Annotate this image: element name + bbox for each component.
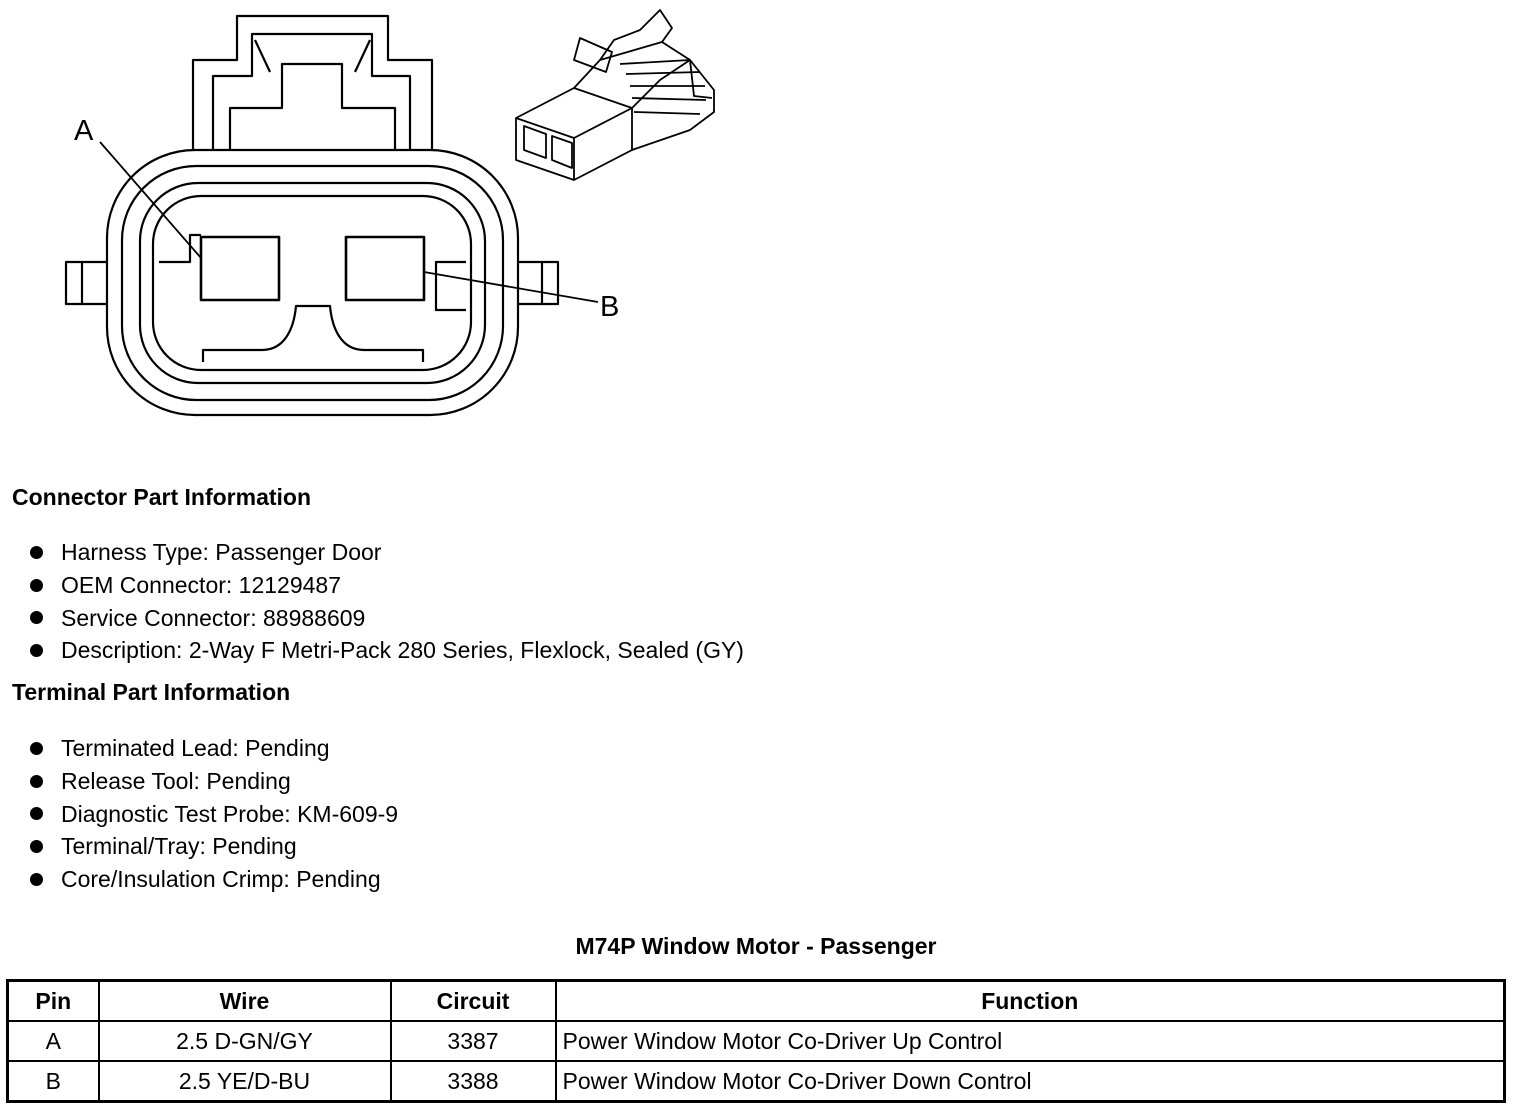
bullet-icon bbox=[30, 545, 43, 559]
table-row: A 2.5 D-GN/GY 3387 Power Window Motor Co… bbox=[6, 1020, 1506, 1062]
header-pin: Pin bbox=[6, 979, 100, 1022]
cell-pin: B bbox=[6, 1060, 100, 1103]
connector-diagram: A B bbox=[64, 9, 715, 417]
list-item: Core/Insulation Crimp: Pending bbox=[30, 863, 398, 896]
connector-info-heading: Connector Part Information bbox=[12, 484, 312, 510]
harness-type: Harness Type: Passenger Door bbox=[61, 539, 382, 565]
right-tab bbox=[518, 260, 560, 306]
table-header-row: Pin Wire Circuit Function bbox=[6, 979, 1506, 1022]
terminal-info-heading: Terminal Part Information bbox=[12, 679, 291, 705]
list-item: OEM Connector: 12129487 bbox=[30, 569, 744, 602]
diagnostic-test-probe: Diagnostic Test Probe: KM-609-9 bbox=[61, 800, 399, 827]
bullet-icon bbox=[30, 578, 43, 592]
latch-outer bbox=[191, 14, 434, 150]
bullet-icon bbox=[30, 644, 43, 658]
bullet-icon bbox=[30, 611, 43, 625]
cavity-b bbox=[344, 235, 426, 302]
cavity-a bbox=[199, 235, 281, 302]
bullet-icon bbox=[30, 741, 43, 755]
left-tab bbox=[64, 260, 107, 306]
list-item: Terminated Lead: Pending bbox=[30, 732, 398, 765]
cell-circuit: 3388 bbox=[389, 1060, 557, 1103]
housing-outer bbox=[105, 148, 520, 417]
connector-info-list: Harness Type: Passenger Door OEM Connect… bbox=[30, 536, 744, 667]
table-row: B 2.5 YE/D-BU 3388 Power Window Motor Co… bbox=[6, 1060, 1506, 1103]
latch-inner bbox=[211, 32, 412, 150]
table-caption: M74P Window Motor - Passenger bbox=[575, 933, 937, 959]
connector-iso-view bbox=[515, 9, 715, 181]
header-function: Function bbox=[554, 979, 1506, 1022]
pin-table: Pin Wire Circuit Function A 2.5 D-GN/GY … bbox=[6, 979, 1506, 1103]
bullet-icon bbox=[30, 840, 43, 854]
terminated-lead: Terminated Lead: Pending bbox=[61, 735, 330, 761]
release-tool: Release Tool: Pending bbox=[61, 767, 291, 794]
cell-pin: A bbox=[6, 1020, 100, 1062]
list-item: Description: 2-Way F Metri-Pack 280 Seri… bbox=[30, 634, 744, 667]
list-item: Harness Type: Passenger Door bbox=[30, 536, 744, 569]
leader-line-a bbox=[99, 141, 202, 259]
list-item: Diagnostic Test Probe: KM-609-9 bbox=[30, 798, 398, 831]
header-wire: Wire bbox=[97, 979, 392, 1022]
cell-wire: 2.5 YE/D-BU bbox=[97, 1060, 392, 1103]
list-item: Release Tool: Pending bbox=[30, 765, 398, 798]
cell-function: Power Window Motor Co-Driver Down Contro… bbox=[554, 1060, 1506, 1103]
list-item: Service Connector: 88988609 bbox=[30, 602, 744, 635]
pin-label-a: A bbox=[74, 115, 94, 147]
list-item: Terminal/Tray: Pending bbox=[30, 830, 398, 863]
pin-label-b: B bbox=[600, 291, 619, 323]
bullet-icon bbox=[30, 873, 43, 887]
service-connector: Service Connector: 88988609 bbox=[61, 604, 366, 631]
terminal-info-list: Terminated Lead: Pending Release Tool: P… bbox=[30, 732, 398, 896]
terminal-tray: Terminal/Tray: Pending bbox=[61, 833, 297, 860]
bullet-icon bbox=[30, 807, 43, 821]
cell-wire: 2.5 D-GN/GY bbox=[97, 1020, 392, 1062]
connector-description: Description: 2-Way F Metri-Pack 280 Seri… bbox=[61, 637, 744, 664]
header-circuit: Circuit bbox=[389, 979, 557, 1022]
core-insulation-crimp: Core/Insulation Crimp: Pending bbox=[61, 866, 381, 893]
cell-circuit: 3387 bbox=[389, 1020, 557, 1062]
leader-line-b bbox=[423, 271, 599, 303]
bullet-icon bbox=[30, 774, 43, 788]
housing-inner bbox=[138, 181, 487, 385]
oem-connector: OEM Connector: 12129487 bbox=[61, 571, 342, 598]
cell-function: Power Window Motor Co-Driver Up Control bbox=[554, 1020, 1506, 1062]
